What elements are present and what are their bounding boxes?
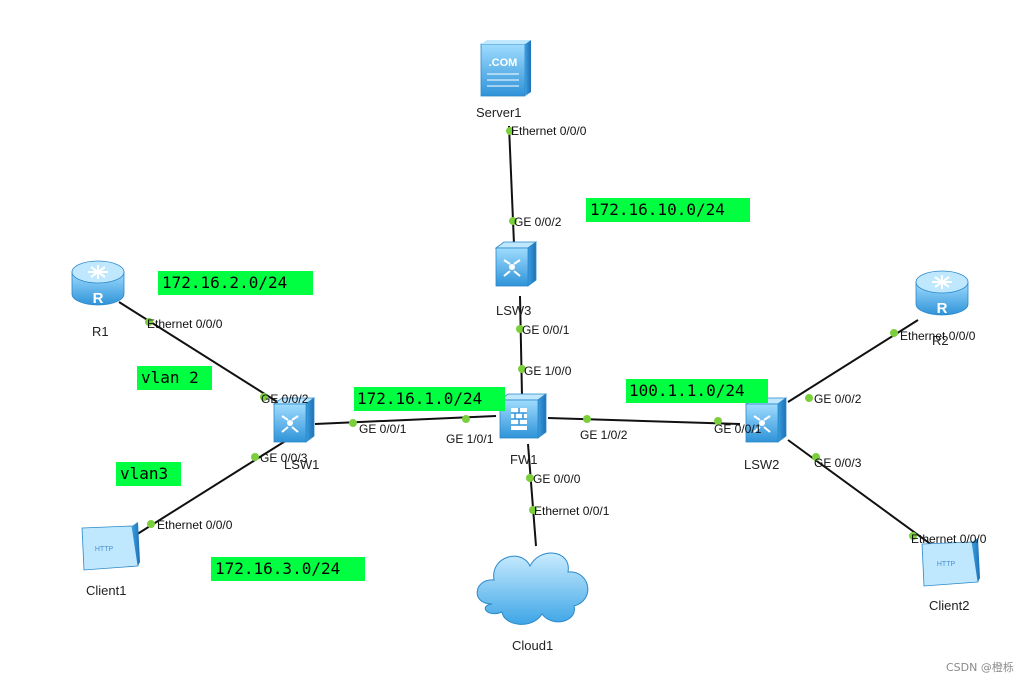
link-fw1-cloud1: [527, 443, 537, 547]
port-label: GE 0/0/0: [533, 472, 581, 486]
server-screen-text: .COM: [489, 57, 518, 69]
device-label-lsw2: LSW2: [744, 457, 779, 472]
port-label: GE 0/0/3: [260, 451, 308, 465]
svg-text:172.16.10.0/24: 172.16.10.0/24: [590, 200, 725, 219]
port-label: GE 1/0/1: [446, 432, 494, 446]
port-label: GE 0/0/1: [359, 422, 407, 436]
link-lsw3-fw1: [519, 295, 523, 397]
link-lsw1-client1: [130, 439, 288, 539]
svg-text:172.16.1.0/24: 172.16.1.0/24: [357, 389, 482, 408]
port-label: Ethernet 0/0/0: [147, 317, 223, 331]
device-label-server1: Server1: [476, 105, 522, 120]
port-dots: [145, 127, 917, 540]
device-label-client2: Client2: [929, 598, 969, 613]
client2-screen-text: HTTP: [937, 561, 956, 568]
port-label: Ethernet 0/0/0: [511, 124, 587, 138]
client-icon-client1[interactable]: HTTP: [81, 522, 140, 571]
link-lsw2-r2: [787, 319, 919, 403]
network-label-server: 172.16.10.0/24: [586, 198, 750, 222]
vlan2-label: vlan 2: [137, 366, 212, 390]
device-label-r2: R2: [932, 333, 949, 348]
device-label-lsw1: LSW1: [284, 457, 319, 472]
device-label-lsw3: LSW3: [496, 303, 531, 318]
port-label: GE 0/0/3: [814, 456, 862, 470]
router-icon-r1[interactable]: [71, 260, 125, 308]
svg-text:172.16.2.0/24: 172.16.2.0/24: [162, 273, 287, 292]
port-label: Ethernet 0/0/0: [157, 518, 233, 532]
link-fw1-lsw2: [547, 417, 741, 425]
router-icon-r2[interactable]: [915, 270, 969, 318]
port-label: GE 1/0/0: [524, 364, 572, 378]
firewall-icon-fw1[interactable]: [499, 393, 547, 439]
server-icon[interactable]: .COM: [480, 40, 531, 97]
port-label: Ethernet 0/0/0: [900, 329, 976, 343]
port-label: GE 1/0/2: [580, 428, 628, 442]
watermark: CSDN @橙栎: [946, 660, 1014, 674]
svg-text:100.1.1.0/24: 100.1.1.0/24: [629, 381, 745, 400]
svg-text:vlan 2: vlan 2: [141, 368, 199, 387]
port-label: GE 0/0/2: [814, 392, 862, 406]
network-label-fw-lsw1: 172.16.1.0/24: [354, 387, 505, 411]
port-label: GE 0/0/1: [522, 323, 570, 337]
network-label-client1: 172.16.3.0/24: [211, 557, 365, 581]
port-label: Ethernet 0/0/1: [534, 504, 610, 518]
vlan3-label: vlan3: [116, 462, 181, 486]
links: [118, 125, 937, 549]
svg-text:vlan3: vlan3: [120, 464, 168, 483]
client-icon-client2[interactable]: HTTP: [921, 538, 980, 587]
device-label-cloud1: Cloud1: [512, 638, 553, 653]
svg-text:172.16.3.0/24: 172.16.3.0/24: [215, 559, 340, 578]
switch-icon-lsw3[interactable]: [495, 241, 537, 287]
network-label-r1: 172.16.2.0/24: [158, 271, 313, 295]
device-label-r1: R1: [92, 324, 109, 339]
device-label-fw1: FW1: [510, 452, 537, 467]
port-label: Ethernet 0/0/0: [911, 532, 987, 546]
cloud-icon[interactable]: [476, 552, 589, 625]
port-label: GE 0/0/1: [714, 422, 762, 436]
client1-screen-text: HTTP: [95, 546, 114, 553]
device-label-client1: Client1: [86, 583, 126, 598]
port-label: GE 0/0/2: [514, 215, 562, 229]
network-label-fw-lsw2: 100.1.1.0/24: [626, 379, 768, 403]
port-label: GE 0/0/2: [261, 392, 309, 406]
